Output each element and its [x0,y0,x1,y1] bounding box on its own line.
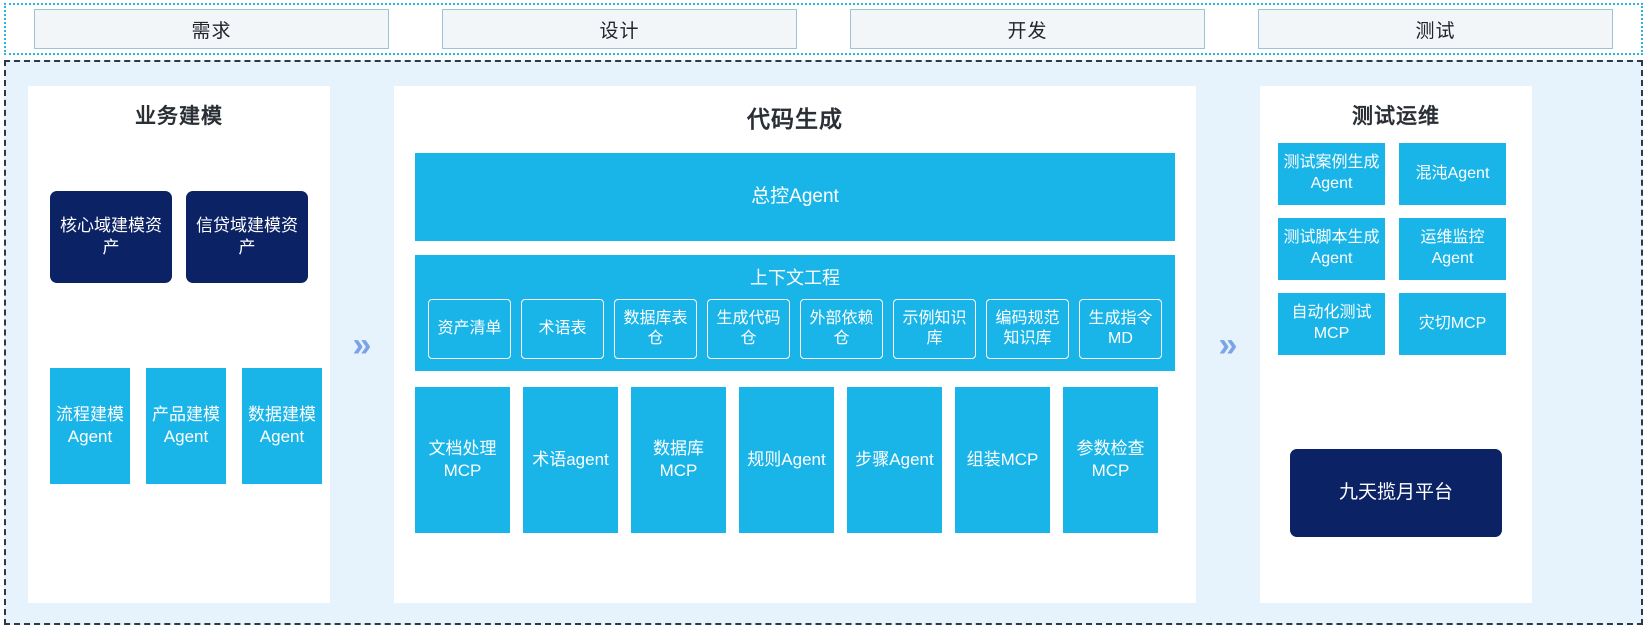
context-item-example-knowledge-base[interactable]: 示例知识库 [893,299,976,359]
panel-title: 代码生成 [747,106,843,132]
context-item-generation-instruction-md[interactable]: 生成指令MD [1079,299,1162,359]
agent-label: 产品建模Agent [152,404,220,446]
tools-row: 文档处理MCP 术语agent 数据库MCP 规则Agent 步骤Agent [415,387,1175,533]
platform-jiutian-lanyue[interactable]: 九天揽月平台 [1290,449,1502,537]
tool-assembly-mcp[interactable]: 组装MCP [955,387,1050,533]
chevron-glyph: » [352,325,372,364]
main-region: 业务建模 核心域建模资产 信贷域建模资产 流程建模Agent 产品建模Agent… [4,60,1643,625]
panel-title: 测试运维 [1352,105,1440,128]
asset-core-domain[interactable]: 核心域建模资产 [50,191,172,283]
phase-label: 测试 [1415,20,1456,42]
context-item-db-table-repo[interactable]: 数据库表仓 [614,299,697,359]
business-assets-group: 核心域建模资产 信贷域建模资产 [50,191,308,283]
tool-document-processing-mcp[interactable]: 文档处理MCP [415,387,510,533]
tool-parameter-check-mcp[interactable]: 参数检查MCP [1063,387,1158,533]
tool-database-mcp[interactable]: 数据库MCP [631,387,726,533]
chevron-glyph: » [1218,325,1238,364]
panel-code-generation: 代码生成 总控Agent 上下文工程 资产清单 术语表 [394,86,1196,603]
asset-label: 核心域建模资产 [60,216,162,257]
master-agent-bar[interactable]: 总控Agent [415,153,1175,241]
context-item-external-dependency-repo[interactable]: 外部依赖仓 [800,299,883,359]
agent-label: 流程建模Agent [56,404,124,446]
context-item-generated-code-repo[interactable]: 生成代码仓 [707,299,790,359]
panel-title: 业务建模 [135,105,223,128]
double-chevron-right-icon-1: » [330,86,394,603]
agent-test-case-generation[interactable]: 测试案例生成Agent [1278,143,1385,205]
tool-label: 文档处理MCP [428,438,497,480]
phase-label: 设计 [599,20,640,42]
tool-step-agent[interactable]: 步骤Agent [847,387,942,533]
agent-test-script-generation[interactable]: 测试脚本生成Agent [1278,218,1385,280]
code-generation-content: 总控Agent 上下文工程 资产清单 术语表 数据库表仓 [415,153,1175,533]
context-item-label: 生成代码仓 [716,310,781,347]
context-item-label: 编码规范知识库 [995,310,1060,347]
context-item-label: 示例知识库 [902,310,967,347]
tool-label: 数据库MCP [653,438,704,480]
agent-process-modeling[interactable]: 流程建模Agent [50,368,130,484]
phase-label: 开发 [1007,20,1048,42]
panel-test-operations: 测试运维 测试案例生成Agent 混沌Agent 测试脚本生成Agent 运维监… [1260,86,1532,603]
phase-box-development[interactable]: 开发 [850,9,1205,49]
phase-box-requirements[interactable]: 需求 [34,9,389,49]
context-engineering-title: 上下文工程 [750,268,840,288]
phase-label: 需求 [191,20,232,42]
item-label: 测试脚本生成Agent [1283,229,1380,267]
item-label: 灾切MCP [1418,314,1487,332]
context-item-coding-standard-knowledge-base[interactable]: 编码规范知识库 [986,299,1069,359]
platform-label: 九天揽月平台 [1338,481,1453,503]
panel-business-modeling: 业务建模 核心域建模资产 信贷域建模资产 流程建模Agent 产品建模Agent… [28,86,330,603]
item-label: 测试案例生成Agent [1283,154,1380,192]
mcp-disaster-switch[interactable]: 灾切MCP [1399,293,1506,355]
item-label: 运维监控Agent [1420,229,1485,267]
context-engineering-block: 上下文工程 资产清单 术语表 数据库表仓 生成代码仓 [415,255,1175,371]
mcp-automated-testing[interactable]: 自动化测试MCP [1278,293,1385,355]
agent-chaos[interactable]: 混沌Agent [1399,143,1506,205]
context-item-label: 术语表 [538,320,587,337]
business-agents-group: 流程建模Agent 产品建模Agent 数据建模Agent [50,368,322,484]
tool-label: 参数检查MCP [1076,438,1145,480]
master-agent-label: 总控Agent [751,185,839,207]
context-item-glossary[interactable]: 术语表 [521,299,604,359]
double-chevron-right-icon-2: » [1196,86,1260,603]
phase-bar: 需求 设计 开发 测试 [4,3,1643,55]
tool-label: 步骤Agent [855,449,934,469]
tool-label: 规则Agent [747,449,826,469]
context-item-label: 资产清单 [437,320,502,337]
context-item-label: 数据库表仓 [623,310,688,347]
context-item-asset-list[interactable]: 资产清单 [428,299,511,359]
tool-label: 组装MCP [966,449,1039,469]
agent-ops-monitoring[interactable]: 运维监控Agent [1399,218,1506,280]
item-label: 自动化测试MCP [1291,304,1372,342]
agent-product-modeling[interactable]: 产品建模Agent [146,368,226,484]
tool-glossary-agent[interactable]: 术语agent [523,387,618,533]
asset-label: 信贷域建模资产 [196,216,298,257]
context-item-label: 生成指令MD [1088,310,1153,347]
item-label: 混沌Agent [1415,164,1490,182]
agent-data-modeling[interactable]: 数据建模Agent [242,368,322,484]
asset-credit-domain[interactable]: 信贷域建模资产 [186,191,308,283]
test-ops-grid: 测试案例生成Agent 混沌Agent 测试脚本生成Agent 运维监控Agen… [1278,143,1518,355]
context-items-row: 资产清单 术语表 数据库表仓 生成代码仓 外部依赖仓 [423,299,1167,359]
phase-box-design[interactable]: 设计 [442,9,797,49]
tool-label: 术语agent [532,449,609,469]
context-item-label: 外部依赖仓 [809,310,874,347]
phase-box-testing[interactable]: 测试 [1258,9,1613,49]
agent-label: 数据建模Agent [248,404,316,446]
tool-rule-agent[interactable]: 规则Agent [739,387,834,533]
